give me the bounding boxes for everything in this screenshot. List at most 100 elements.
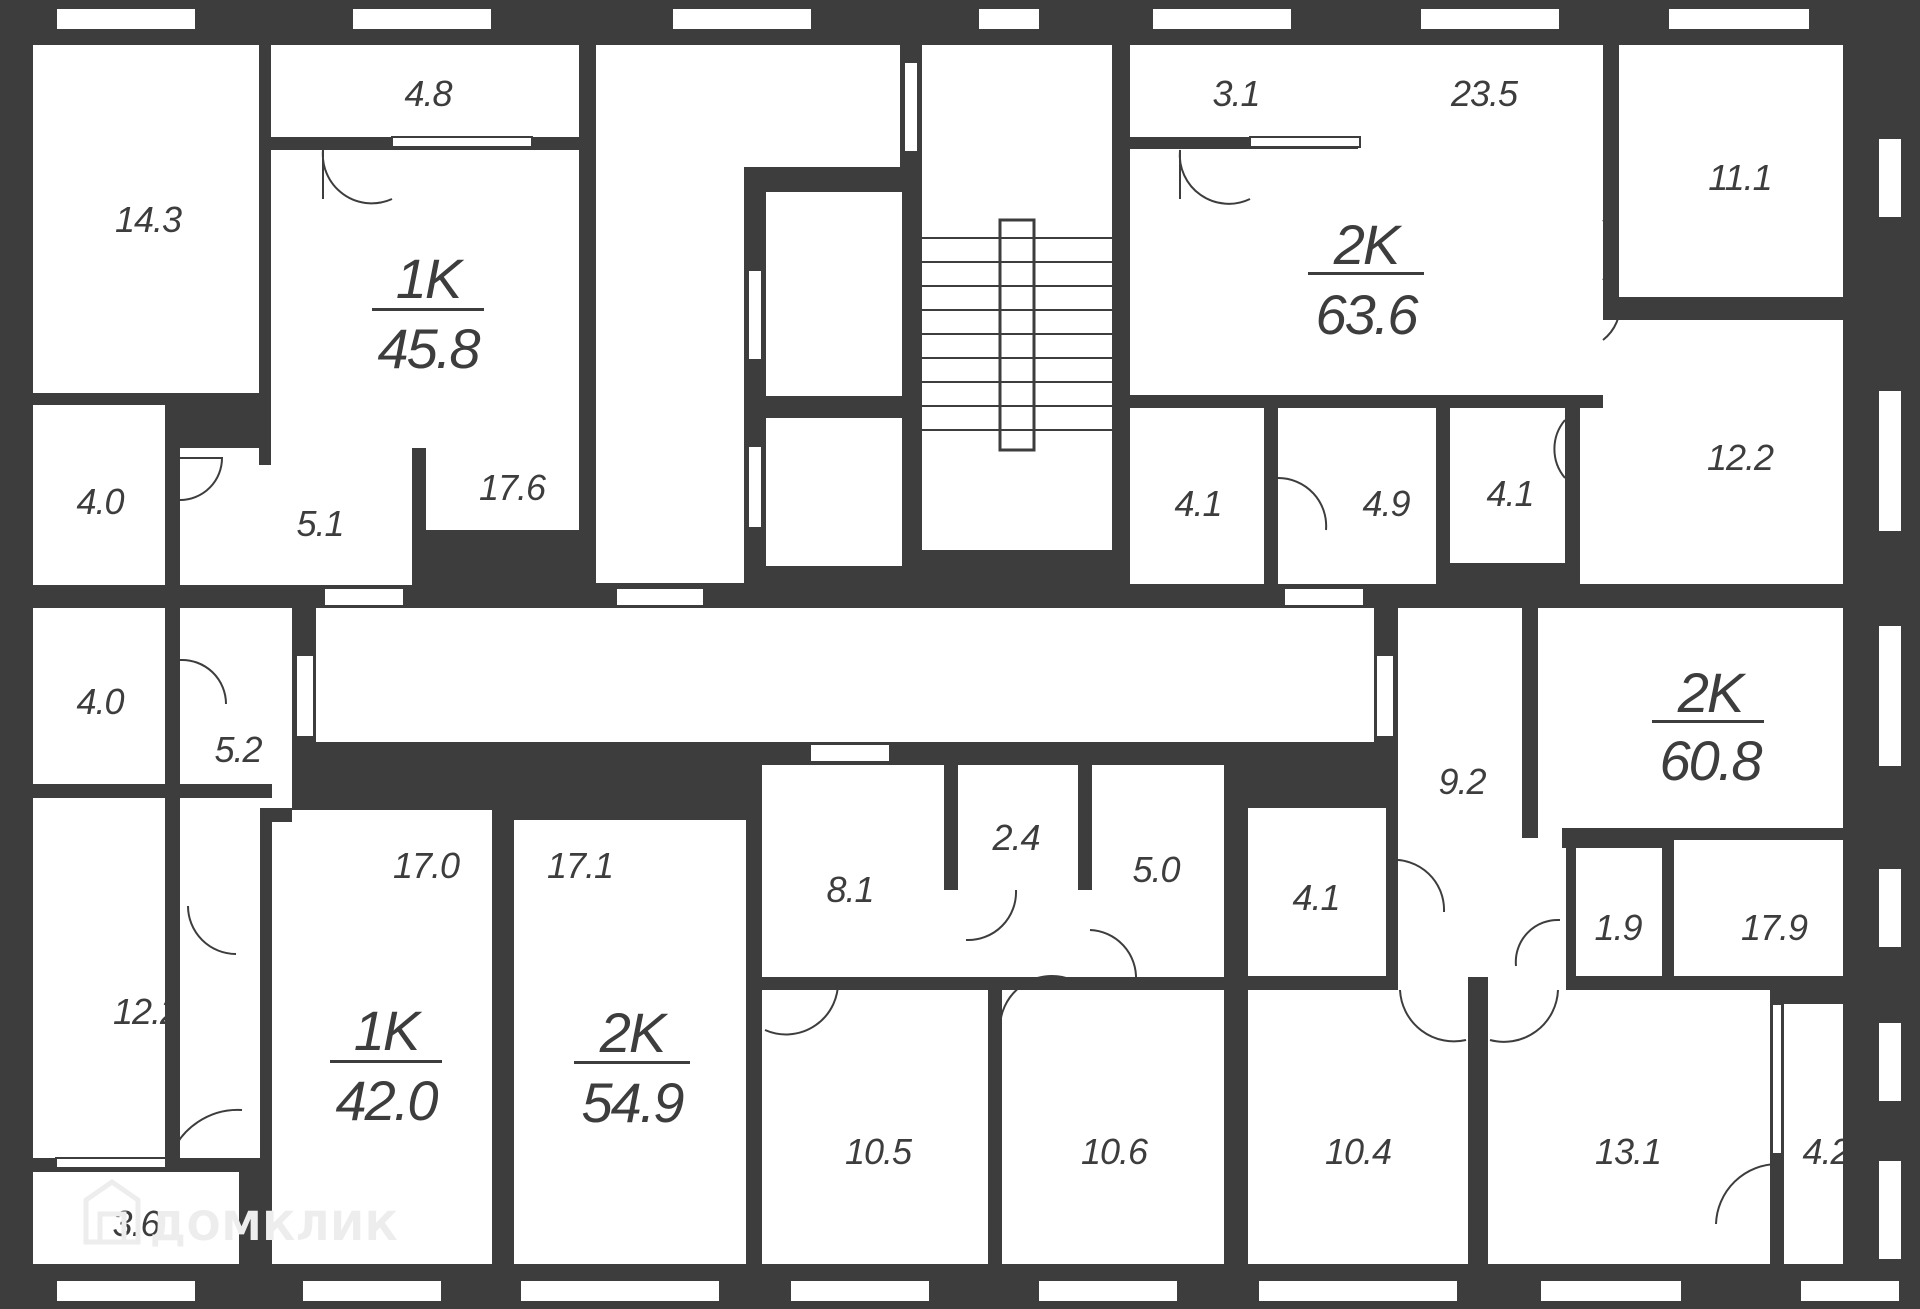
room-area-label: 9.2	[1438, 761, 1486, 802]
corridor-floor	[316, 608, 1374, 742]
room-area-label: 4.9	[1362, 483, 1410, 524]
wall-segment	[746, 977, 762, 1264]
wall-segment	[988, 977, 1002, 1264]
wall-segment	[1224, 742, 1248, 1264]
window	[1283, 587, 1365, 607]
room-12-2-left-floor	[33, 798, 165, 1158]
window	[1877, 389, 1903, 533]
apartment-label: 1K 45.8	[372, 247, 484, 380]
fraction-bar	[574, 1061, 690, 1064]
window	[351, 7, 493, 31]
room-14-3-floor	[33, 45, 259, 393]
window	[809, 743, 891, 763]
wall-segment	[1603, 297, 1843, 320]
apartment-type: 1K	[354, 999, 423, 1062]
room-2k-63-living-floor	[1130, 45, 1603, 395]
door-swing	[1089, 929, 1138, 981]
apartment-type: 2K	[1333, 213, 1403, 276]
window	[1249, 136, 1361, 148]
door-swing	[1178, 149, 1251, 205]
door-swing	[179, 457, 224, 501]
wall-segment	[260, 1158, 272, 1264]
window	[1419, 7, 1561, 31]
window	[1877, 1021, 1903, 1103]
room-area-label: 4.0	[76, 681, 124, 722]
window	[1877, 137, 1903, 219]
room-17-9-floor	[1674, 840, 1843, 976]
room-2-4-floor	[958, 765, 1078, 890]
apartment-area: 45.8	[378, 317, 481, 380]
room-10-5-floor	[762, 990, 988, 1264]
room-area-label: 17.9	[1741, 907, 1808, 948]
apartment-area: 42.0	[336, 1069, 439, 1132]
wall-segment	[165, 393, 259, 405]
wall-segment	[412, 448, 426, 585]
wall-segment	[426, 530, 579, 585]
room-area-label: 11.1	[1708, 157, 1771, 198]
wall-segment	[1468, 977, 1488, 1264]
windows	[55, 7, 1903, 1303]
wall-segment	[1522, 608, 1538, 838]
wall-segment	[259, 45, 271, 465]
apartment-label: 2K 54.9	[574, 1001, 690, 1134]
room-area-label: 10.5	[845, 1131, 913, 1172]
wall-segment	[1386, 808, 1398, 976]
door-swing	[1399, 989, 1467, 1043]
room-10-4-floor	[1248, 990, 1468, 1264]
room-10-6-floor	[1002, 990, 1224, 1264]
room-5-2-hall-floor	[180, 808, 260, 1158]
window	[1375, 654, 1395, 738]
wall-segment	[1603, 45, 1619, 297]
shaft-lower-floor	[766, 418, 902, 566]
stair-left-column-floor	[596, 167, 744, 583]
door-swing	[1602, 299, 1622, 341]
wall-segment	[744, 167, 922, 192]
window	[1667, 7, 1811, 31]
room-11-1-floor	[1619, 45, 1843, 297]
room-2k-54-living-floor	[514, 820, 746, 1264]
domclick-logo-icon	[83, 1178, 141, 1245]
window	[1799, 1279, 1901, 1303]
room-area-label: 10.4	[1325, 1131, 1391, 1172]
wall-segment	[944, 765, 958, 890]
window	[1037, 1279, 1179, 1303]
window	[323, 587, 405, 607]
window	[1151, 7, 1293, 31]
wall-segment	[1130, 395, 1603, 408]
apartment-label: 2K 63.6	[1308, 213, 1424, 346]
window	[1877, 624, 1903, 768]
room-area-label: 4.0	[76, 481, 124, 522]
apartment-labels: 1K 45.8 2K 63.6 2K 60.8 1K 42.0 2K 54.9	[330, 213, 1764, 1134]
internal-walls	[165, 45, 1843, 1264]
room-area-label: 4.8	[404, 73, 452, 114]
window	[1539, 1279, 1683, 1303]
room-area-label: 17.1	[547, 845, 613, 886]
wall-segment	[744, 396, 902, 418]
window	[391, 136, 533, 148]
apartment-label: 1K 42.0	[330, 999, 442, 1132]
room-12-2-right-floor	[1580, 320, 1843, 584]
room-area-label: 13.1	[1595, 1131, 1661, 1172]
wall-segment	[1662, 848, 1674, 976]
door-swings	[169, 149, 1779, 1225]
door-swing	[179, 405, 223, 449]
room-area-label: 5.1	[296, 503, 343, 544]
window	[55, 1157, 167, 1169]
door-swing	[321, 149, 393, 205]
room-area-label: 4.1	[1174, 483, 1221, 524]
room-2k-60-living-floor	[1538, 608, 1843, 828]
room-area-label: 3.1	[1212, 73, 1259, 114]
window	[1257, 1279, 1459, 1303]
room-1-9-floor	[1576, 848, 1662, 976]
room-1k-42-living-floor	[272, 810, 492, 1264]
window	[55, 1279, 197, 1303]
window	[789, 1279, 931, 1303]
room-area-label: 5.0	[1132, 849, 1180, 890]
window	[615, 587, 705, 607]
apartment-area: 60.8	[1660, 729, 1763, 792]
room-8-1-floor	[762, 765, 944, 977]
window	[671, 7, 813, 31]
wall-segment	[1565, 395, 1580, 584]
window	[1771, 1003, 1783, 1155]
wall-segment	[1450, 563, 1565, 584]
